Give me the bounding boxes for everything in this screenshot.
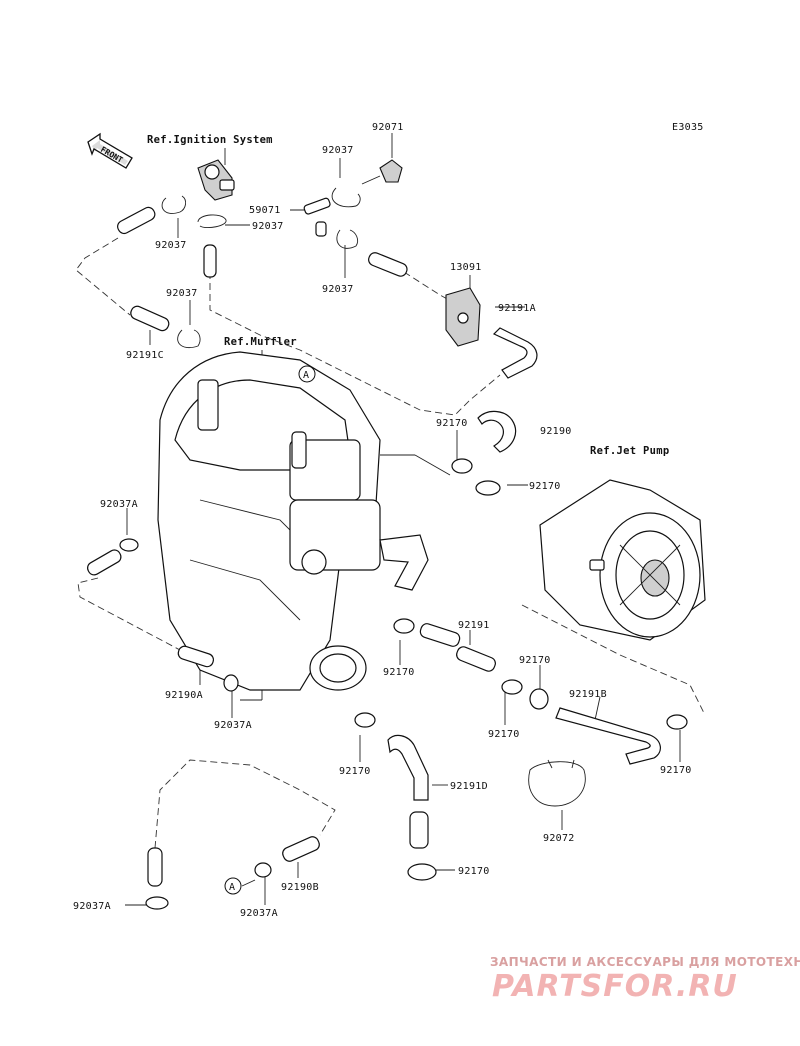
clamp-92170-e xyxy=(529,688,549,710)
clamp-92170-d xyxy=(501,679,523,695)
hose-route-bottom xyxy=(154,759,336,849)
svg-text:A: A xyxy=(303,370,309,381)
ref-muffler: Ref.Muffler xyxy=(224,336,297,348)
part-label-92191b: 92191B xyxy=(569,689,607,700)
band-92072 xyxy=(528,759,586,807)
part-label-92190a: 92190A xyxy=(165,690,203,701)
part-label-92170-c: 92170 xyxy=(383,667,415,678)
clamp-92170-f xyxy=(666,714,688,730)
ref-jet-pump: Ref.Jet Pump xyxy=(590,445,669,457)
hose-vertical-ignition xyxy=(203,244,217,278)
part-label-92071: 92071 xyxy=(372,122,404,133)
clamp-92037a-left xyxy=(119,538,139,552)
part-label-59071: 59071 xyxy=(249,205,281,216)
hose-bottom-vertical xyxy=(147,847,163,887)
hose-left-short xyxy=(87,549,122,576)
hose-92191a xyxy=(492,327,538,379)
part-label-92190: 92190 xyxy=(540,426,572,437)
clamp-92170-h xyxy=(407,863,437,881)
clamp-92037-left xyxy=(161,195,187,214)
clamp-92037-mid xyxy=(197,214,227,229)
ref-ignition-system: Ref.Ignition System xyxy=(147,134,273,146)
hose-route-left-upper xyxy=(75,237,131,316)
hose-92190 xyxy=(477,410,517,453)
clamp-92170-b xyxy=(475,480,501,496)
part-label-92072: 92072 xyxy=(543,833,575,844)
part-label-92191: 92191 xyxy=(458,620,490,631)
clamp-92170-c xyxy=(393,618,415,634)
part-label-92037-left: 92037 xyxy=(155,240,187,251)
hose-92190b xyxy=(282,836,320,862)
watermark-tagline: ЗАПЧАСТИ И АКСЕССУАРЫ ДЛЯ МОТОТЕХНИКИ xyxy=(490,955,800,969)
part-label-92170-f: 92170 xyxy=(660,765,692,776)
part-label-92037-mid: 92037 xyxy=(252,221,284,232)
part-label-92170-g: 92170 xyxy=(339,766,371,777)
clamp-92037-lower xyxy=(336,229,359,249)
jet-pump-assembly xyxy=(539,479,706,641)
watermark-logo: PARTSFOR.RU xyxy=(492,969,738,1004)
clamp-92037a-bottom xyxy=(254,862,272,878)
clamp-92037-top xyxy=(331,187,361,208)
callout-a-bottom: A xyxy=(224,877,242,895)
hose-route-jetpump xyxy=(521,604,706,716)
hose-92191c xyxy=(130,305,170,332)
ignition-fitting xyxy=(197,159,235,201)
front-arrow-icon: FRONT xyxy=(87,132,133,169)
hose-to-13091 xyxy=(368,252,408,277)
hose-route-top xyxy=(209,250,501,416)
part-label-92191d: 92191D xyxy=(450,781,488,792)
hose-92191 xyxy=(419,623,496,672)
part-label-92037a-bl: 92037A xyxy=(73,901,111,912)
hose-route-left-lower xyxy=(77,577,181,651)
clamp-92170-a xyxy=(451,458,473,474)
hose-92191b xyxy=(555,707,661,765)
hose-92191c-upper xyxy=(117,206,156,235)
part-label-92170-e: 92170 xyxy=(488,729,520,740)
muffler-assembly xyxy=(157,351,429,691)
diagram-code: E3035 xyxy=(672,122,704,133)
part-label-92037a-mid: 92037A xyxy=(214,720,252,731)
part-label-92170-b: 92170 xyxy=(529,481,561,492)
part-label-92191c: 92191C xyxy=(126,350,164,361)
part-label-92037-upper: 92037 xyxy=(166,288,198,299)
part-label-92037-top: 92037 xyxy=(322,145,354,156)
fitting-59071 xyxy=(303,197,331,237)
part-label-92037a-left: 92037A xyxy=(100,499,138,510)
part-label-92170-h: 92170 xyxy=(458,866,490,877)
block-13091 xyxy=(445,287,481,347)
part-label-92191a: 92191A xyxy=(498,303,536,314)
hose-92191d xyxy=(387,734,429,849)
part-label-92170-d: 92170 xyxy=(519,655,551,666)
svg-text:A: A xyxy=(229,882,235,893)
clamp-92037-upper xyxy=(177,329,201,348)
fitting-92071 xyxy=(361,159,403,185)
part-label-13091: 13091 xyxy=(450,262,482,273)
clamp-92170-g xyxy=(354,712,376,728)
part-label-92190b: 92190B xyxy=(281,882,319,893)
part-label-92037a-bottom: 92037A xyxy=(240,908,278,919)
clamp-92037a-bl xyxy=(145,896,169,910)
part-label-92170-a: 92170 xyxy=(436,418,468,429)
hose-92190a xyxy=(177,645,215,668)
clamp-92037a-mid xyxy=(223,674,239,692)
part-label-92037-lower: 92037 xyxy=(322,284,354,295)
callout-a-top: A xyxy=(298,365,316,383)
